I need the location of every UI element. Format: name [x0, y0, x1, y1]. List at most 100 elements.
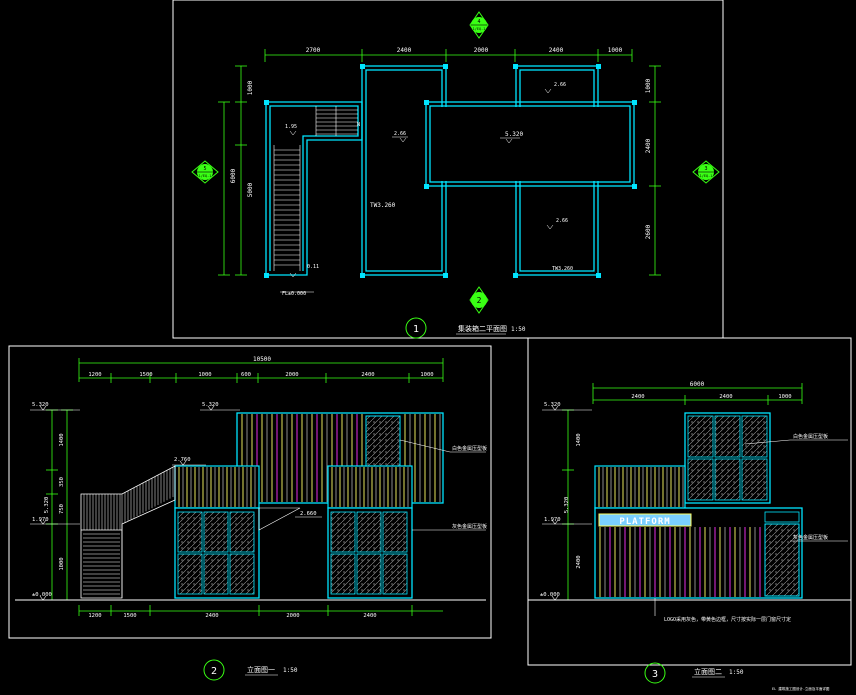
- elev3-upper-windows: [687, 415, 768, 501]
- plan-wall-fill: [431, 107, 629, 181]
- elev3-top-dim-1: 2400: [631, 394, 644, 400]
- elev2-top-dim-6: 2400: [361, 372, 374, 378]
- plan-leader-lines: [280, 136, 520, 293]
- plan-label-tw-left: TW3.260: [370, 202, 396, 209]
- plan-label-tw-right: TW3.260: [552, 266, 573, 272]
- axis-sheet-left: 1/EQ-1: [199, 174, 212, 178]
- plan-frame: [172, 0, 724, 339]
- window-pane: [177, 553, 203, 595]
- elev2-bottom-dim-5: 2400: [363, 613, 376, 619]
- elev2-top-dim-7: 1000: [420, 372, 433, 378]
- window-pane: [356, 511, 382, 553]
- plan-label-fl: FL±0.000: [282, 291, 306, 297]
- elev2-title-scale: 1:50: [283, 667, 298, 674]
- elev2-title-number: 2: [211, 666, 217, 677]
- plan-sheet: 2700 2400 2000 2400 1000 1000 5000 6000 …: [172, 0, 724, 339]
- elev2-right-roof-panel: [327, 465, 413, 509]
- axis-symbol-left: [191, 160, 219, 184]
- elev2-upper-stripes: [241, 414, 441, 502]
- axis-symbol-top: [469, 11, 489, 39]
- axis-label-left: 5: [203, 166, 206, 172]
- elev2-title: 立面图一: [247, 665, 275, 674]
- elev2-level-top: 5.320: [32, 402, 49, 408]
- plan-level-markers: [289, 88, 554, 278]
- elev2-level-mid: 1.970: [32, 517, 49, 523]
- elev2-bottom-dim-2: 1500: [123, 613, 136, 619]
- elev3-title-circle: [644, 662, 666, 684]
- plan-label-small: 0.11: [307, 264, 319, 270]
- window-pane: [330, 511, 356, 553]
- plan-label-room-b: 2.66: [554, 82, 566, 88]
- elev2-top-dim-1: 1200: [88, 372, 101, 378]
- axis-symbol-right: [692, 160, 720, 184]
- elev2-level-deck: 2.660: [300, 511, 317, 517]
- elev3-note: LOGO采用灰色，带黄色边框，尺寸按实际一层门窗尺寸定: [664, 616, 791, 623]
- elev2-bottom-dimensions: [78, 605, 443, 616]
- axis-symbol-bottom: [469, 286, 489, 314]
- elev2-right-roof-stripes: [331, 467, 409, 507]
- window-pane: [330, 553, 356, 595]
- elev2-top-dim-5: 2000: [285, 372, 298, 378]
- plan-title-circle: [405, 317, 427, 339]
- axis-label-bottom: 2: [477, 296, 482, 305]
- plan-title-number: 1: [413, 324, 419, 335]
- plan-left-dim-3: 6000: [230, 168, 237, 183]
- elev2-bottom-dim-4: 2000: [286, 613, 299, 619]
- elevation-1-sheet: 10500 1200 1500 1000 600 2000 2400 1000 …: [8, 345, 492, 681]
- window-pane: [177, 511, 203, 553]
- elev2-level-roof: 5.320: [202, 402, 219, 408]
- elev3-left-dim-1: 1400: [576, 433, 582, 446]
- elev2-left-dim-3: 750: [59, 504, 65, 514]
- elev3-callout-2: 灰色金属压型板: [793, 534, 828, 541]
- window-pane: [687, 415, 714, 458]
- elevation-2-sheet: 6000 2400 2400 1000 1400 5.320 2400 5.32…: [527, 337, 852, 684]
- elev2-left-dim-2: 350: [59, 477, 65, 487]
- window-pane: [382, 511, 408, 553]
- elev2-right-windows: [330, 511, 408, 595]
- elev2-upper-door: [365, 415, 401, 467]
- window-pane: [203, 511, 229, 553]
- plan-left-dim-2: 5000: [247, 182, 254, 197]
- elev3-top-dimensions: [592, 383, 803, 405]
- elev2-stair-rails: [83, 467, 174, 595]
- elev3-callout-1: 白色金属压型板: [793, 433, 828, 440]
- footer-text: EL 建筑施工图设计-立面及平面详图: [772, 686, 830, 691]
- plan-label-center: 5.320: [505, 131, 523, 138]
- window-pane: [741, 458, 768, 501]
- plan-top-dim-4: 2400: [549, 47, 564, 54]
- plan-top-dim-2: 2400: [397, 47, 412, 54]
- window-pane: [741, 415, 768, 458]
- elev2-level-mid-label: 2.760: [174, 457, 191, 463]
- elev3-logo-text: PLATFORM: [619, 517, 670, 527]
- elev2-left-dim-4: 1000: [59, 557, 65, 570]
- elev2-left-roof-panel: [174, 465, 260, 509]
- elev3-top-dim-2: 2400: [719, 394, 732, 400]
- window-pane: [229, 553, 255, 595]
- elev2-deck-brace: [258, 507, 301, 531]
- elevation-1-frame: [8, 345, 492, 639]
- plan-right-dim-1: 1000: [645, 78, 652, 93]
- elev2-title-circle: [203, 659, 225, 681]
- plan-left-dim-1: 1000: [247, 80, 254, 95]
- elev3-callout-leaders: [654, 439, 848, 616]
- elev3-title-number: 3: [652, 669, 658, 680]
- elev3-title-scale: 1:50: [729, 669, 744, 676]
- elev3-left-dim-3: 2400: [576, 555, 582, 568]
- axis-sheet-top: 1/EQ-1: [473, 27, 486, 31]
- elev3-top-dim-3: 1000: [778, 394, 791, 400]
- window-pane: [229, 511, 255, 553]
- plan-right-dim-2: 2400: [645, 138, 652, 153]
- window-pane: [687, 458, 714, 501]
- elev2-top-dim-2: 1500: [139, 372, 152, 378]
- axis-sheet-right: 1/EQ-1: [700, 174, 713, 178]
- plan-label-mark: N: [357, 122, 360, 128]
- elev2-callout-2: 灰色金属压型板: [452, 523, 487, 530]
- plan-top-dim-1: 2700: [306, 47, 321, 54]
- plan-label-stair: 1.95: [285, 124, 297, 130]
- elev2-level-ground: ±0.000: [32, 592, 52, 598]
- elev3-roof-panel: [594, 465, 686, 509]
- axis-label-right: 3: [704, 166, 707, 172]
- window-pane: [714, 415, 741, 458]
- elev2-left-roof-stripes: [178, 467, 256, 507]
